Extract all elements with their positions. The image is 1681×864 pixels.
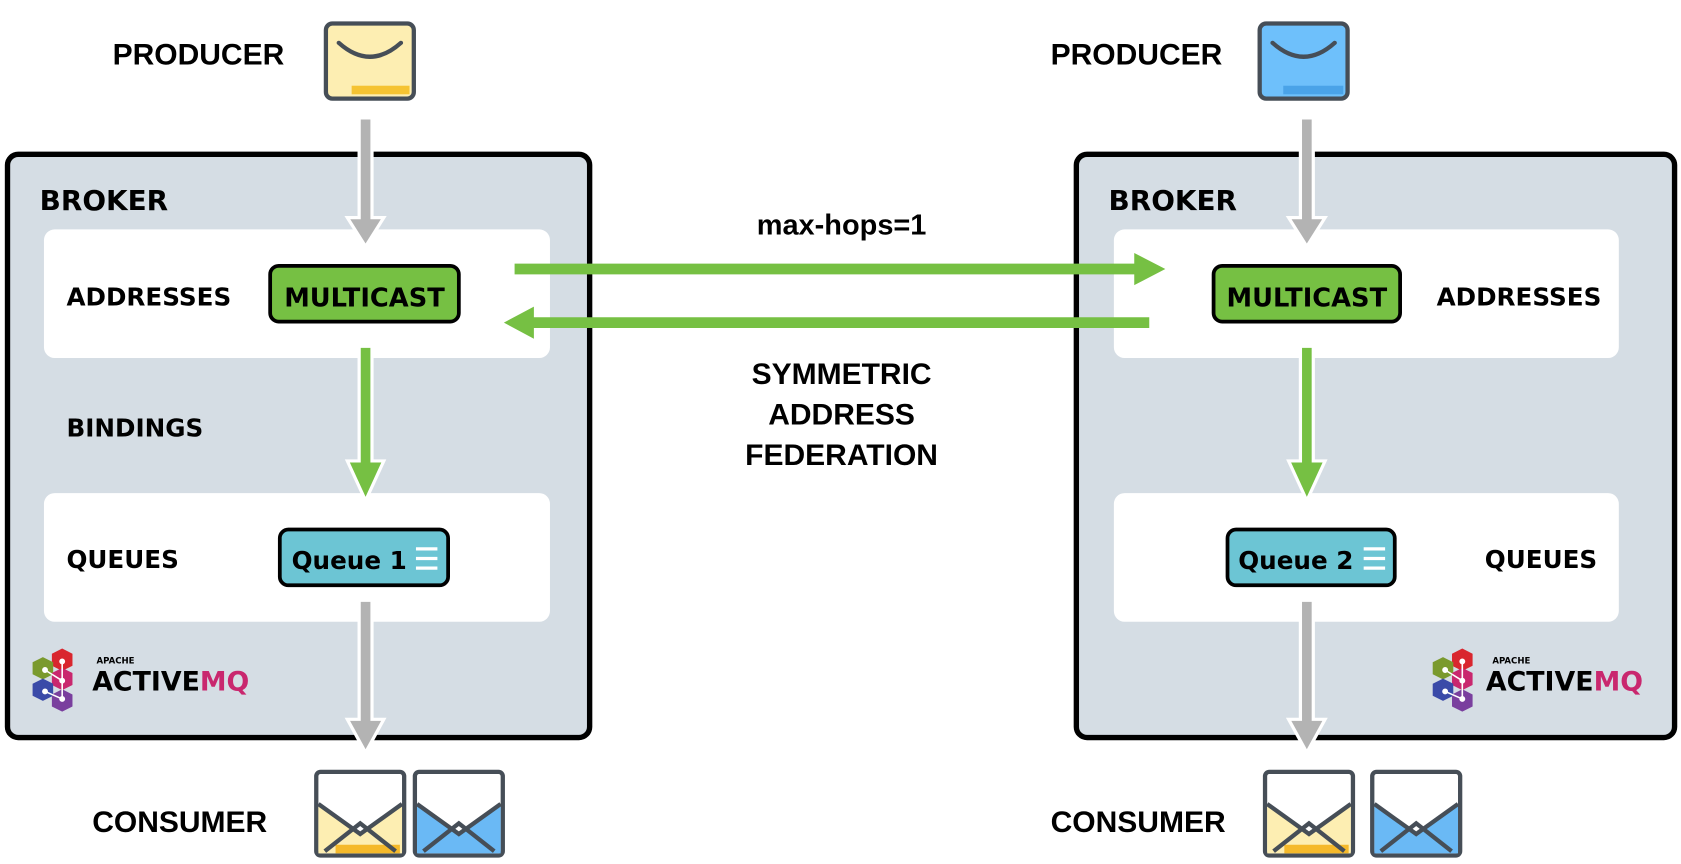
queues-label: QUEUES	[1485, 545, 1597, 574]
addresses-label: ADDRESSES	[66, 282, 231, 311]
multicast-address[interactable]: MULTICAST	[268, 263, 461, 324]
queues-label: QUEUES	[66, 545, 178, 574]
envelope-open-blue-icon	[1370, 769, 1463, 858]
federation-arrow-left	[503, 306, 1150, 339]
producer-to-broker-arrow	[344, 116, 387, 250]
activemq-logo: APACHE ACTIVEMQ	[31, 647, 249, 713]
consumer-label: CONSUMER	[1051, 806, 1226, 839]
svg-text:FEDERATION: FEDERATION	[745, 439, 938, 472]
bindings-label: BINDINGS	[66, 413, 203, 442]
binding-arrow	[1286, 344, 1328, 505]
broker-label: BROKER	[1109, 184, 1237, 217]
binding-arrow	[344, 344, 387, 505]
producer-label: PRODUCER	[113, 38, 285, 71]
consumer-label: CONSUMER	[92, 806, 267, 839]
federation-title: SYMMETRIC ADDRESS FEDERATION	[745, 358, 938, 472]
left-broker: BROKER ADDRESSES BINDINGS QUEUES MULTICA…	[4, 151, 593, 741]
envelope-open-yellow-icon	[1262, 769, 1356, 858]
queue-1[interactable]: Queue 1	[277, 527, 450, 588]
queue-label: Queue 2	[1238, 546, 1353, 575]
envelope-blue-icon	[1260, 24, 1348, 99]
queue-2[interactable]: Queue 2	[1225, 527, 1397, 588]
envelope-open-blue-icon	[412, 769, 505, 858]
max-hops-label: max-hops=1	[757, 210, 927, 242]
addresses-label: ADDRESSES	[1437, 282, 1602, 311]
producer-to-broker-arrow	[1285, 116, 1328, 250]
envelope-open-yellow-icon	[314, 769, 407, 858]
svg-text:ADDRESS: ADDRESS	[768, 398, 915, 431]
activemq-logo: APACHE ACTIVEMQ	[1431, 647, 1643, 713]
svg-text:ACTIVEMQ: ACTIVEMQ	[92, 666, 249, 697]
list-icon	[415, 547, 438, 570]
queue-to-consumer-arrow	[344, 598, 387, 756]
producer-label: PRODUCER	[1051, 38, 1223, 71]
svg-text:APACHE: APACHE	[96, 657, 134, 667]
queue-to-consumer-arrow	[1285, 598, 1328, 756]
list-icon	[1363, 547, 1386, 570]
right-broker: BROKER ADDRESSES QUEUES MULTICAST Queue …	[1073, 151, 1678, 741]
broker-label: BROKER	[40, 184, 168, 217]
multicast-label: MULTICAST	[1227, 284, 1388, 314]
queue-label: Queue 1	[292, 546, 407, 575]
federation-arrow-right	[514, 252, 1166, 286]
svg-text:ACTIVEMQ: ACTIVEMQ	[1486, 666, 1643, 697]
multicast-label: MULTICAST	[284, 284, 445, 314]
multicast-address[interactable]: MULTICAST	[1211, 263, 1402, 324]
svg-text:SYMMETRIC: SYMMETRIC	[752, 358, 932, 391]
envelope-yellow-icon	[326, 24, 414, 99]
svg-text:APACHE: APACHE	[1492, 657, 1530, 667]
